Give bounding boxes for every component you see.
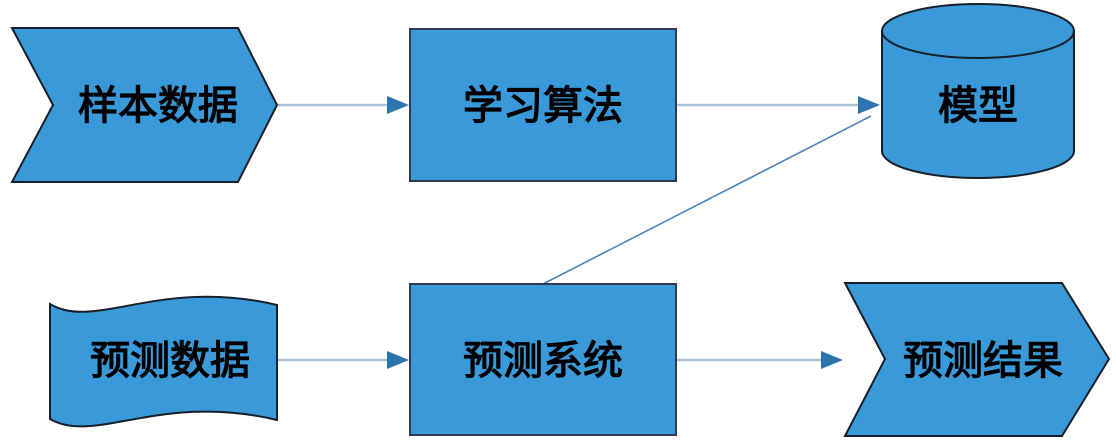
label-model: 模型 <box>938 83 1018 129</box>
arrowhead-learning-to-model <box>858 96 880 114</box>
arrowhead-prediction-data-to-system <box>387 351 409 369</box>
chevron-prediction-result <box>843 282 1111 437</box>
arrow-prediction-system-to-model <box>542 115 872 285</box>
label-sample-data: 样本数据 <box>78 83 238 129</box>
wave-prediction-data <box>49 295 278 428</box>
arrowhead-system-to-result <box>821 351 843 369</box>
chevron-sample-data <box>10 27 279 183</box>
rect-prediction-system <box>409 283 677 436</box>
rect-learning-algorithm <box>409 28 677 182</box>
label-prediction-data: 预测数据 <box>90 338 250 384</box>
cylinder-model-body <box>881 31 1075 179</box>
cylinder-model-top <box>881 3 1075 59</box>
label-learning-algorithm: 学习算法 <box>463 83 623 129</box>
label-prediction-result: 预测结果 <box>903 338 1063 384</box>
arrowhead-sample-to-learning <box>387 96 409 114</box>
label-prediction-system: 预测系统 <box>463 338 623 384</box>
